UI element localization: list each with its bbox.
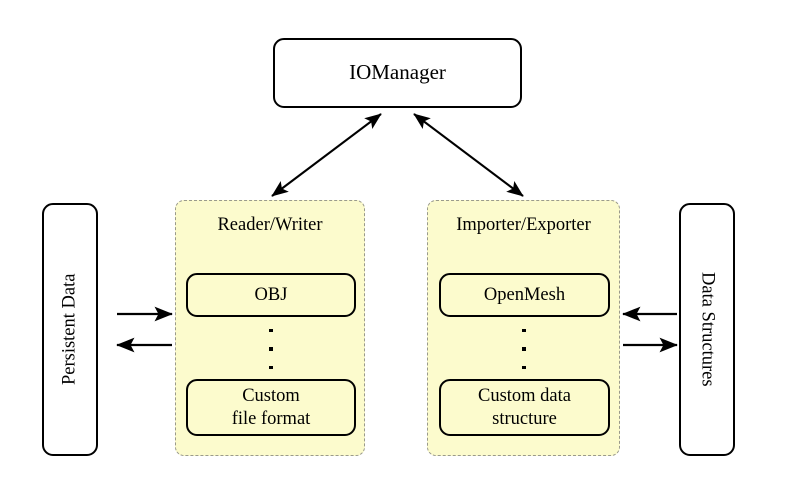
item-obj[interactable]: OBJ bbox=[186, 273, 356, 317]
group-importer-exporter[interactable]: Importer/Exporter OpenMesh Custom data s… bbox=[427, 200, 620, 456]
group-reader-writer-title: Reader/Writer bbox=[217, 215, 323, 235]
data-structures-node[interactable]: Data Structures bbox=[679, 203, 735, 456]
group-importer-exporter-title: Importer/Exporter bbox=[456, 215, 591, 235]
item-custom-data-structure[interactable]: Custom data structure bbox=[439, 379, 610, 436]
ellipsis-dot bbox=[269, 347, 273, 351]
ellipsis-dot bbox=[522, 329, 526, 333]
ellipsis-dot bbox=[522, 365, 526, 369]
persistent-data-node[interactable]: Persistent Data bbox=[42, 203, 98, 456]
ellipsis-dot bbox=[269, 365, 273, 369]
item-custom-file-format-label: Custom file format bbox=[231, 386, 311, 429]
ellipsis-importer-exporter bbox=[517, 329, 531, 369]
io-manager-label: IOManager bbox=[349, 60, 446, 85]
persistent-data-label: Persistent Data bbox=[59, 273, 80, 386]
connector-manager-readerwriter bbox=[271, 113, 382, 197]
connector-manager-importerexporter bbox=[413, 113, 524, 197]
group-reader-writer[interactable]: Reader/Writer OBJ Custom file format bbox=[175, 200, 365, 456]
ellipsis-dot bbox=[522, 347, 526, 351]
item-obj-label: OBJ bbox=[254, 284, 288, 305]
item-custom-data-structure-label: Custom data structure bbox=[477, 386, 571, 429]
io-manager-node[interactable]: IOManager bbox=[273, 38, 522, 108]
item-openmesh[interactable]: OpenMesh bbox=[439, 273, 610, 317]
item-custom-file-format[interactable]: Custom file format bbox=[186, 379, 356, 436]
data-structures-label: Data Structures bbox=[697, 272, 718, 387]
item-openmesh-label: OpenMesh bbox=[483, 284, 566, 305]
ellipsis-dot bbox=[269, 329, 273, 333]
ellipsis-reader-writer bbox=[264, 329, 278, 369]
